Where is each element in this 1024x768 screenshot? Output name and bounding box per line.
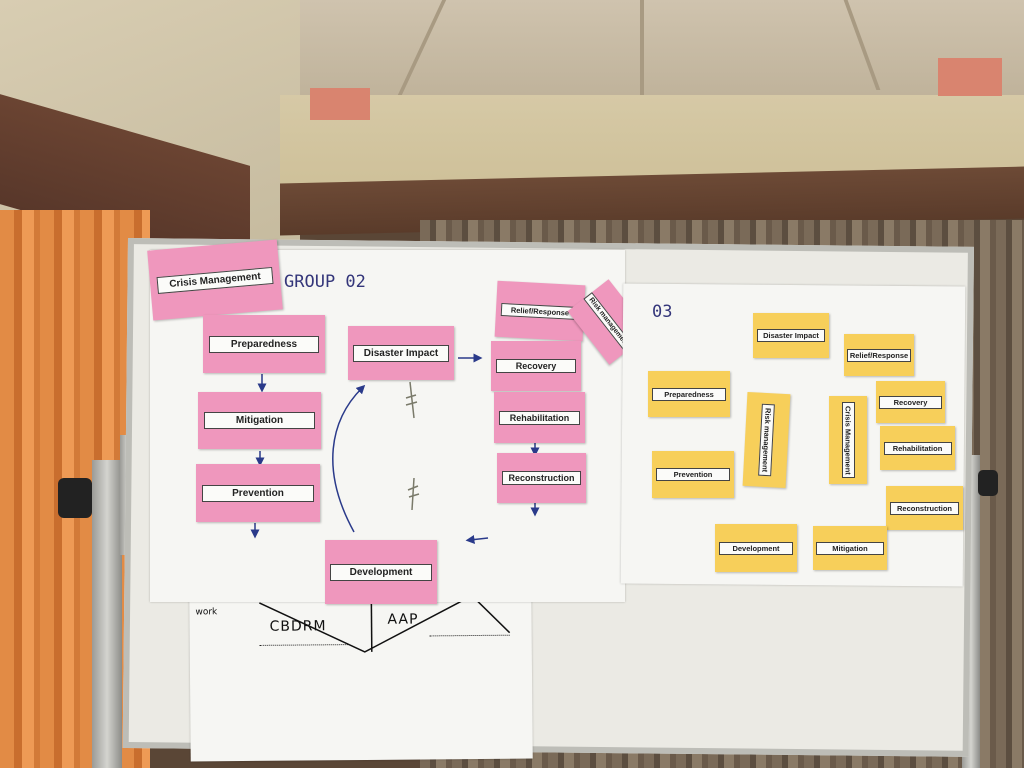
card-label: Rehabilitation [883, 441, 952, 455]
ceiling-seam [640, 0, 644, 95]
group-heading: GROUP 02 [284, 272, 366, 292]
stand-knob-left [58, 478, 92, 518]
card-preparedness: Preparedness [203, 315, 325, 373]
card-crisis-management-right: Crisis Management [829, 396, 867, 484]
card-label: Development [330, 563, 432, 581]
card-reconstruction-right: Reconstruction [886, 486, 963, 530]
card-label: Recovery [496, 359, 576, 373]
card-rehabilitation-right: Rehabilitation [880, 426, 955, 470]
ceiling [200, 0, 1024, 100]
card-label: Prevention [202, 484, 314, 502]
card-label: Crisis Management [841, 401, 855, 479]
card-label: Risk management [758, 403, 775, 477]
card-label: Disaster Impact [756, 329, 826, 342]
card-recovery-right: Recovery [876, 381, 945, 423]
card-crisis-management: Crisis Management [147, 239, 283, 321]
card-mitigation-right: Mitigation [813, 526, 887, 570]
card-rehabilitation: Rehabilitation [494, 392, 585, 443]
card-label: Relief/Response [847, 348, 911, 362]
card-label: Disaster Impact [352, 344, 450, 362]
card-label: Mitigation [204, 412, 315, 429]
card-label: Rehabilitation [499, 410, 580, 425]
card-reconstruction: Reconstruction [497, 453, 586, 503]
card-label: Crisis Management [156, 266, 274, 294]
pillar-cap [938, 58, 1002, 96]
pillar-cap [310, 88, 370, 120]
card-development: Development [325, 540, 437, 604]
card-prevention: Prevention [196, 464, 320, 522]
stand-knob-right [978, 470, 998, 496]
card-label: Reconstruction [889, 501, 960, 515]
card-label: Preparedness [652, 387, 726, 401]
card-prevention-right: Prevention [652, 451, 734, 498]
card-preparedness-right: Preparedness [648, 371, 730, 417]
card-label: Preparedness [208, 335, 320, 353]
card-label: Development [719, 541, 793, 555]
card-label: Mitigation [816, 541, 884, 555]
card-development-right: Development [715, 524, 797, 572]
card-risk-management-right: Risk management [742, 391, 791, 489]
card-label: Reconstruction [501, 471, 582, 485]
card-label: Recovery [878, 395, 943, 409]
card-recovery: Recovery [491, 341, 581, 391]
group-heading-right: 03 [652, 302, 673, 322]
stand-leg-left [92, 460, 122, 768]
card-disaster-impact-right: Disaster Impact [753, 313, 829, 358]
card-label: Prevention [656, 468, 730, 481]
card-relief-response-right: Relief/Response [844, 334, 914, 376]
card-mitigation: Mitigation [198, 392, 321, 449]
card-disaster-impact: Disaster Impact [348, 326, 454, 380]
